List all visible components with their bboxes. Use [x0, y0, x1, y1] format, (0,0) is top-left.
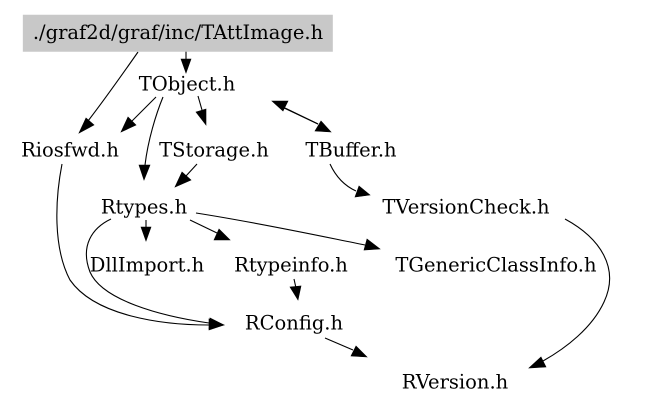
node-dllimport[interactable]: DllImport.h	[90, 255, 204, 275]
edge-tattimage-to-tobject	[180, 51, 192, 74]
edge-tbuffer-to-tversioncheck	[329, 163, 371, 198]
node-tbuffer[interactable]: TBuffer.h	[305, 140, 396, 160]
node-label: TObject.h	[138, 72, 236, 96]
node-label: TStorage.h	[159, 138, 269, 162]
node-label: DllImport.h	[89, 253, 205, 277]
node-label: TBuffer.h	[305, 138, 397, 162]
edge-tobject-to-rtypes	[138, 96, 164, 181]
edge-rtypeinfo-to-rconfig	[289, 278, 302, 301]
node-rtypeinfo[interactable]: Rtypeinfo.h	[234, 255, 348, 275]
node-label: Rtypeinfo.h	[234, 253, 348, 277]
edge-rtypes-to-tgenericclassinfo	[195, 212, 381, 251]
node-riosfwd[interactable]: Riosfwd.h	[21, 140, 119, 160]
node-label: RVersion.h	[401, 370, 509, 394]
edge-tattimage-to-riosfwd	[78, 51, 139, 134]
edge-tversioncheck-to-rversion	[528, 218, 611, 369]
node-tstorage[interactable]: TStorage.h	[159, 140, 269, 160]
node-tobject[interactable]: TObject.h	[139, 74, 236, 94]
edge-tstorage-to-rtypes	[174, 163, 198, 188]
node-tversioncheck[interactable]: TVersionCheck.h	[382, 197, 549, 217]
node-label: Riosfwd.h	[21, 138, 119, 162]
node-label: RConfig.h	[244, 311, 344, 335]
edge-tobject-to-riosfwd	[120, 96, 157, 133]
edge-tobject-to-tstorage	[195, 95, 207, 126]
edge-rtypes-to-rtypeinfo	[189, 219, 231, 241]
edge-rtypes-to-dllimport	[140, 220, 152, 242]
node-label: TVersionCheck.h	[382, 195, 550, 219]
node-rconfig[interactable]: RConfig.h	[245, 313, 343, 333]
edge-rconfig-to-rversion	[324, 337, 368, 358]
node-rtypes[interactable]: Rtypes.h	[101, 197, 187, 217]
edge-riosfwd-to-rconfig	[56, 163, 225, 331]
node-tgenericclassinfo[interactable]: TGenericClassInfo.h	[395, 255, 596, 275]
edge-tbuffer-to-tobject	[271, 100, 319, 125]
node-tattimage[interactable]: ./graf2d/graf/inc/TAttImage.h	[22, 14, 334, 52]
node-label: TGenericClassInfo.h	[395, 253, 597, 277]
node-label: ./graf2d/graf/inc/TAttImage.h	[32, 20, 324, 44]
node-rversion[interactable]: RVersion.h	[402, 372, 508, 392]
node-label: Rtypes.h	[100, 195, 188, 219]
edge-tobject-to-tbuffer	[281, 106, 332, 133]
